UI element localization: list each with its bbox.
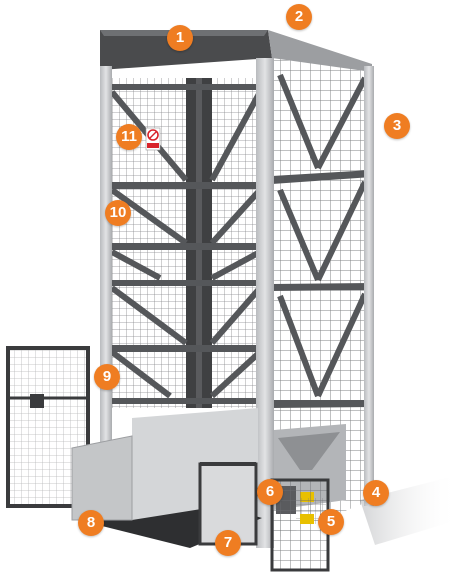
callout-11: 11 <box>116 124 142 150</box>
callout-9: 9 <box>94 364 120 390</box>
rear-right-post <box>364 66 374 506</box>
car-left-panel <box>71 435 133 521</box>
callout-6: 6 <box>257 479 283 505</box>
safety-sign <box>145 127 161 151</box>
right-horizontal-bars <box>272 170 372 408</box>
callout-4: 4 <box>363 480 389 506</box>
callout-1: 1 <box>167 25 193 51</box>
callout-5: 5 <box>318 509 344 535</box>
callout-10: 10 <box>105 200 131 226</box>
callout-3: 3 <box>384 113 410 139</box>
front-horizontal-bars <box>104 84 270 404</box>
callout-2: 2 <box>286 4 312 30</box>
front-diagonal-braces <box>109 90 263 399</box>
front-right-post <box>256 58 274 548</box>
left-post <box>100 66 112 446</box>
callout-7: 7 <box>215 530 241 556</box>
ground-shadow <box>360 475 458 545</box>
right-diagonal-braces <box>277 73 368 398</box>
top-beam <box>100 30 272 70</box>
callout-8: 8 <box>78 510 104 536</box>
